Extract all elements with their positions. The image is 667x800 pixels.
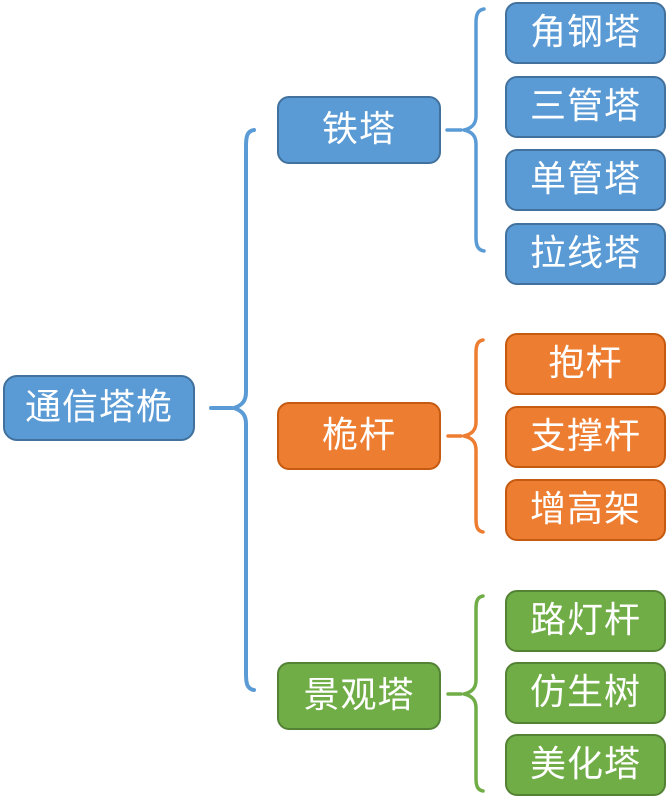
leaf-node-support-pole: 支撑杆 bbox=[505, 406, 666, 468]
leaf-node-single-tube-tower: 单管塔 bbox=[505, 149, 666, 211]
branch-node-mast: 桅杆 bbox=[277, 402, 441, 470]
branch-node-landscape-tower: 景观塔 bbox=[277, 662, 441, 730]
leaf-node-three-tube-tower: 三管塔 bbox=[505, 76, 666, 138]
root-node-communication-tower-mast: 通信塔桅 bbox=[3, 375, 195, 441]
leaf-node-bionic-tree: 仿生树 bbox=[505, 662, 666, 724]
branch-node-iron-tower: 铁塔 bbox=[277, 96, 441, 164]
leaf-node-beautified-tower: 美化塔 bbox=[505, 734, 666, 796]
leaf-node-angle-steel-tower: 角钢塔 bbox=[505, 2, 666, 64]
mast-brace bbox=[462, 338, 485, 534]
root-brace bbox=[232, 128, 256, 692]
leaf-node-holding-pole: 抱杆 bbox=[505, 333, 666, 395]
leaf-node-guyed-tower: 拉线塔 bbox=[505, 223, 666, 285]
leaf-node-street-lamp-pole: 路灯杆 bbox=[505, 590, 666, 652]
landscape-tower-brace bbox=[462, 594, 485, 793]
iron-tower-brace bbox=[462, 7, 486, 253]
leaf-node-height-increasing-frame: 增高架 bbox=[505, 479, 666, 541]
